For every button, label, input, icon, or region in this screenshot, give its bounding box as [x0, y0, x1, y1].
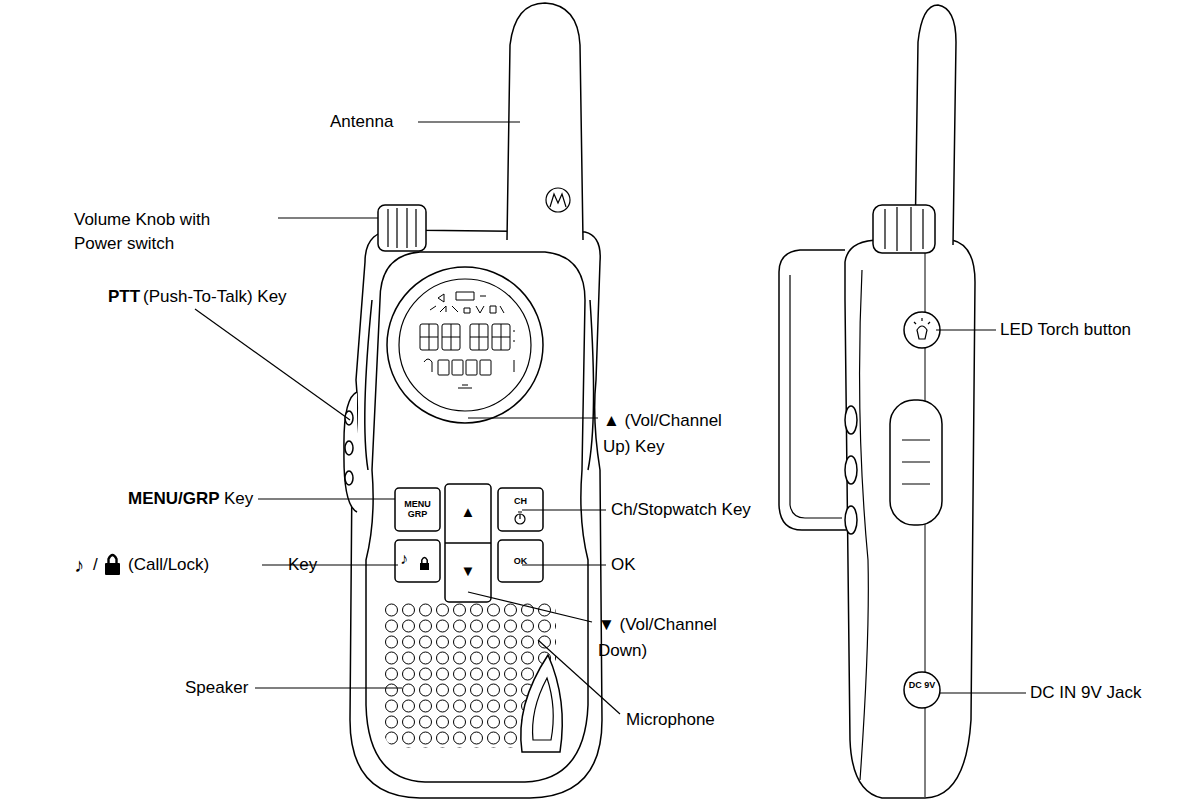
- knob-ridges: [885, 207, 923, 251]
- leader-line: [468, 592, 592, 622]
- part-label: MENU/GRP: [128, 489, 220, 509]
- side-bump: [845, 456, 857, 484]
- part-label: DC IN 9V Jack: [1030, 683, 1141, 703]
- side-bump: [845, 506, 857, 534]
- ptt-bump: [345, 441, 353, 455]
- ptt-bump: [345, 471, 353, 485]
- leader-line: [936, 329, 996, 330]
- side-ptt-slot: [890, 400, 942, 525]
- button-label: ♪: [400, 550, 408, 568]
- logo-ring: [546, 188, 570, 212]
- knob-ridges: [388, 208, 416, 248]
- leader-line: [278, 217, 378, 218]
- leader-line: [195, 309, 350, 420]
- side-grip: [860, 270, 869, 780]
- leader-lines: [195, 122, 1026, 714]
- button-label: CH: [498, 496, 543, 506]
- part-label: ♪: [74, 553, 84, 577]
- jack-label: DC 9V: [905, 680, 939, 690]
- menu-grp-button: [395, 488, 440, 531]
- leader-line: [468, 417, 598, 418]
- microphone: [521, 655, 563, 752]
- leader-line: [940, 692, 1026, 693]
- part-label: LED Torch button: [1000, 320, 1131, 340]
- part-label: Volume Knob with Power switch: [74, 208, 224, 256]
- leader-line: [255, 687, 402, 688]
- slot-ridges: [902, 440, 930, 484]
- volume-knob: [873, 205, 935, 253]
- leader-line: [522, 509, 606, 510]
- belt-clip: [779, 250, 846, 530]
- logo-mark: [550, 194, 566, 207]
- part-label: OK: [611, 555, 636, 575]
- volume-knob: [378, 205, 426, 251]
- part-label: PTT: [108, 287, 140, 307]
- torch-icon: [914, 318, 930, 339]
- part-label: Key: [288, 555, 317, 575]
- microphone-slot: [533, 678, 554, 740]
- side-bump: [845, 406, 857, 434]
- leader-line: [418, 121, 520, 122]
- part-label: (Call/Lock): [128, 555, 209, 575]
- torch-button: [904, 312, 940, 348]
- button-label: MENU GRP: [395, 499, 440, 519]
- leader-line: [262, 564, 398, 565]
- lock-symbol: [105, 563, 120, 575]
- radio-side-body: [845, 240, 975, 798]
- ptt-key: [344, 392, 357, 512]
- button-label: OK: [498, 556, 543, 566]
- side-radio: [779, 5, 975, 798]
- lcd-segments: [420, 292, 514, 388]
- ok-button: [498, 540, 543, 582]
- up-down-rocker: [445, 484, 491, 602]
- side-rail: [588, 300, 594, 470]
- part-label: (Push-To-Talk) Key: [143, 287, 287, 307]
- part-label: Antenna: [330, 112, 393, 132]
- clip-inner: [790, 275, 842, 518]
- lock-symbol-shackle: [109, 555, 117, 563]
- call-lock-button: [395, 540, 440, 582]
- rocker-divider: [445, 542, 491, 544]
- radio-body: [350, 230, 602, 798]
- face-contour: [366, 252, 588, 782]
- part-label: ▲ (Vol/Channel Up) Key: [603, 408, 733, 460]
- stopwatch-hand: [518, 512, 522, 519]
- button-label: ▲: [445, 503, 491, 521]
- display-window: [399, 279, 531, 411]
- part-label: Speaker: [185, 678, 248, 698]
- lock-shackle: [422, 558, 427, 564]
- part-label: Microphone: [626, 710, 715, 730]
- leader-line: [258, 498, 395, 499]
- part-label: ▼ (Vol/Channel Down): [598, 612, 728, 664]
- side-rail: [365, 300, 372, 470]
- button-label: ▼: [445, 562, 491, 580]
- part-label: /: [93, 555, 98, 575]
- display-bezel: [387, 267, 543, 423]
- lock-icon: [420, 563, 429, 570]
- part-label: Key: [224, 489, 253, 509]
- leader-line: [522, 564, 606, 565]
- part-label: Ch/Stopwatch Key: [611, 500, 751, 520]
- dc-jack: [904, 672, 940, 708]
